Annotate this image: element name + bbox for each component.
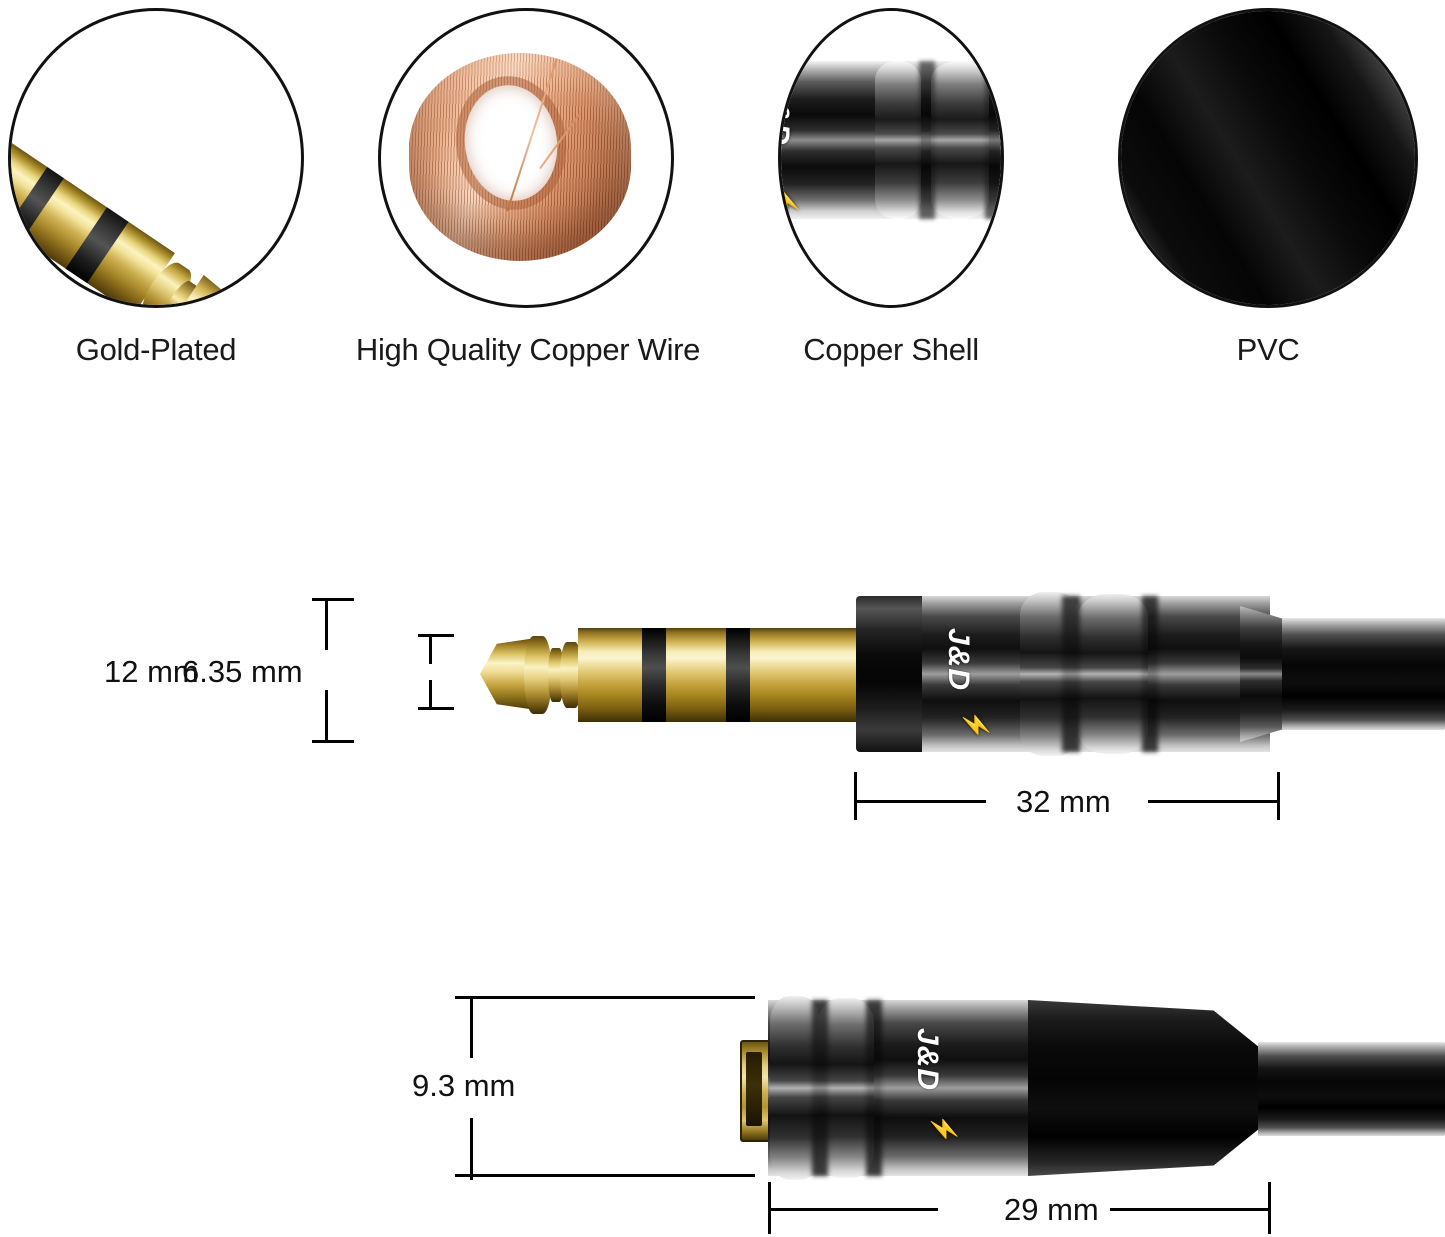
dim-93mm-lower-leader (470, 1118, 473, 1180)
feature-label-copper-wire: High Quality Copper Wire (355, 332, 701, 367)
dim-label-93mm: 9.3 mm (412, 1068, 516, 1103)
copper-wire-coil-icon (381, 11, 671, 305)
dim-635mm-lower-leader (429, 680, 432, 710)
dim-12mm-lower-leader (325, 690, 328, 742)
brand-logo-text: J&D (778, 83, 795, 147)
lightning-bolt-icon: ⚡ (781, 187, 799, 217)
connector-bulge-2 (1078, 594, 1148, 754)
feature-circle-pvc (1118, 8, 1418, 308)
jack-bulge-1 (770, 996, 820, 1180)
jack-strain-relief-boot (1028, 1000, 1266, 1176)
barrel-brand-logo: J&D (942, 628, 975, 692)
plug-tip-bulb (524, 636, 552, 714)
feature-circle-gold-plated (8, 8, 304, 308)
dim-12mm-top-cap (312, 598, 354, 601)
gold-plated-plug-icon (11, 11, 301, 305)
jack-socket-hole (746, 1052, 762, 1126)
dim-label-12mm: 12 mm (104, 654, 199, 689)
plug-ring-segment (560, 642, 582, 708)
dim-32mm-left-line (854, 800, 986, 803)
dim-12mm-bottom-cap (312, 740, 354, 743)
feature-label-copper-shell: Copper Shell (803, 332, 979, 367)
jack-groove-1 (812, 1000, 828, 1176)
feature-label-gold-plated: Gold-Plated (75, 332, 237, 367)
feature-circle-copper-wire (378, 8, 674, 308)
connector-collar (856, 596, 926, 752)
connector-groove-1 (1062, 596, 1080, 752)
dim-29mm-left-line (768, 1208, 938, 1211)
plug-gold-sleeve (578, 628, 868, 722)
dim-label-29mm: 29 mm (1004, 1192, 1099, 1227)
pvc-cable-female (1258, 1042, 1445, 1136)
dim-32mm-right-line (1148, 800, 1280, 803)
dim-label-32mm: 32 mm (1016, 784, 1111, 819)
dim-12mm-upper-leader (325, 598, 328, 650)
barrel-lightning-bolt-icon: ⚡ (962, 710, 989, 740)
feature-label-pvc: PVC (1236, 332, 1300, 367)
plug-insulator-band-2 (726, 628, 750, 722)
dim-29mm-right-line (1110, 1208, 1270, 1211)
dim-29mm-right-tick (1268, 1182, 1271, 1234)
copper-shell-barrel-icon: J&D ⚡ (781, 11, 1001, 305)
connector-taper (1240, 606, 1286, 742)
jack-groove-2 (866, 1000, 882, 1176)
dim-635mm-bottom-cap (418, 707, 454, 710)
plug-insulator-band-1 (642, 628, 666, 722)
feature-circle-copper-shell: J&D ⚡ (778, 8, 1004, 308)
dim-93mm-top-extension (455, 996, 755, 999)
dim-93mm-upper-leader (470, 996, 473, 1058)
connector-groove-2 (1142, 596, 1158, 752)
dim-32mm-left-tick (854, 772, 857, 820)
dim-32mm-right-tick (1277, 772, 1280, 820)
dim-93mm-bottom-extension (455, 1174, 755, 1177)
jack-lightning-bolt-icon: ⚡ (930, 1114, 957, 1144)
dim-635mm-upper-leader (429, 634, 432, 664)
jack-brand-logo: J&D (911, 1028, 944, 1092)
pvc-jacket-icon (1121, 11, 1415, 305)
pvc-cable-male (1282, 618, 1445, 730)
dim-label-635mm: 6.35 mm (182, 654, 303, 689)
dim-635mm-top-cap (418, 634, 454, 637)
